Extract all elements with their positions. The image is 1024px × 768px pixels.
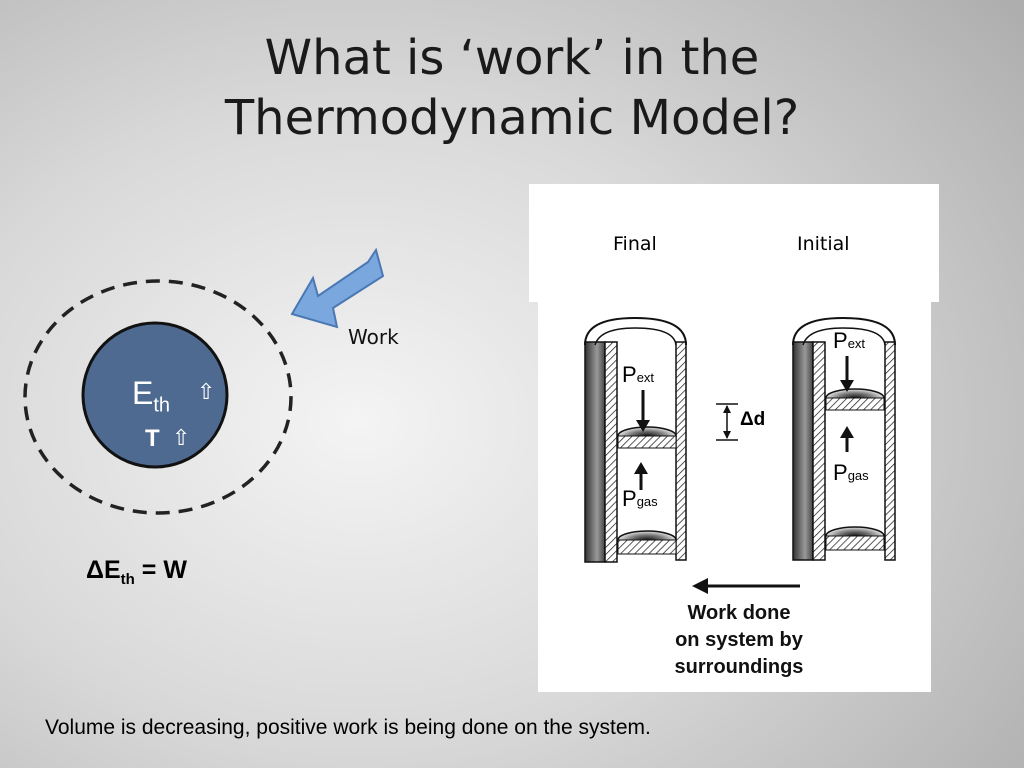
final-p-ext-label: Pext [622,362,654,388]
ext-subscript: ext [847,336,866,351]
slide-title: What is ‘work’ in the Thermodynamic Mode… [112,28,912,148]
energy-symbol: E [132,375,154,411]
p-symbol: P [833,328,848,353]
title-line-2: Thermodynamic Model? [224,90,800,146]
delta-d-label: Δd [740,409,766,430]
work-done-label: Work done on system by surroundings [672,600,806,681]
system-boundary [23,279,293,515]
work-arrow-icon [290,247,385,329]
final-p-gas-label: Pgas [622,486,658,512]
figure-label-panel [529,184,939,302]
work-done-line-1: Work done [687,602,791,624]
p-symbol: P [833,460,848,485]
ext-subscript: ext [636,370,655,385]
final-label: Final [613,233,657,255]
displacement-marker [716,403,738,441]
initial-p-gas-label: Pgas [833,460,869,486]
title-line-1: What is ‘work’ in the [264,30,760,86]
initial-label: Initial [797,233,850,255]
gas-subscript: gas [636,494,658,509]
initial-cylinder [792,316,896,561]
energy-subscript: th [153,394,171,417]
initial-p-ext-label: Pext [833,328,865,354]
gas-subscript: gas [847,468,869,483]
work-done-line-2: on system by [675,629,803,651]
equation-prefix: ΔE [86,556,121,584]
work-label: Work [348,325,399,349]
energy-increase-up-arrow-icon: ⇧ [197,380,216,405]
temperature-increase-up-arrow-icon: ⇧ [172,426,191,451]
slide-caption: Volume is decreasing, positive work is b… [45,716,651,739]
final-cylinder [584,316,687,563]
p-symbol: P [622,486,637,511]
work-direction-arrow-icon [692,578,800,594]
energy-equation: ΔEth = W [86,556,187,588]
thermal-energy-label: Eth [132,375,170,417]
temperature-label: T [145,425,160,452]
system-circle [81,321,229,469]
p-symbol: P [622,362,637,387]
equation-suffix: = W [134,556,187,584]
equation-subscript: th [120,571,135,588]
work-done-line-3: surroundings [674,656,804,678]
